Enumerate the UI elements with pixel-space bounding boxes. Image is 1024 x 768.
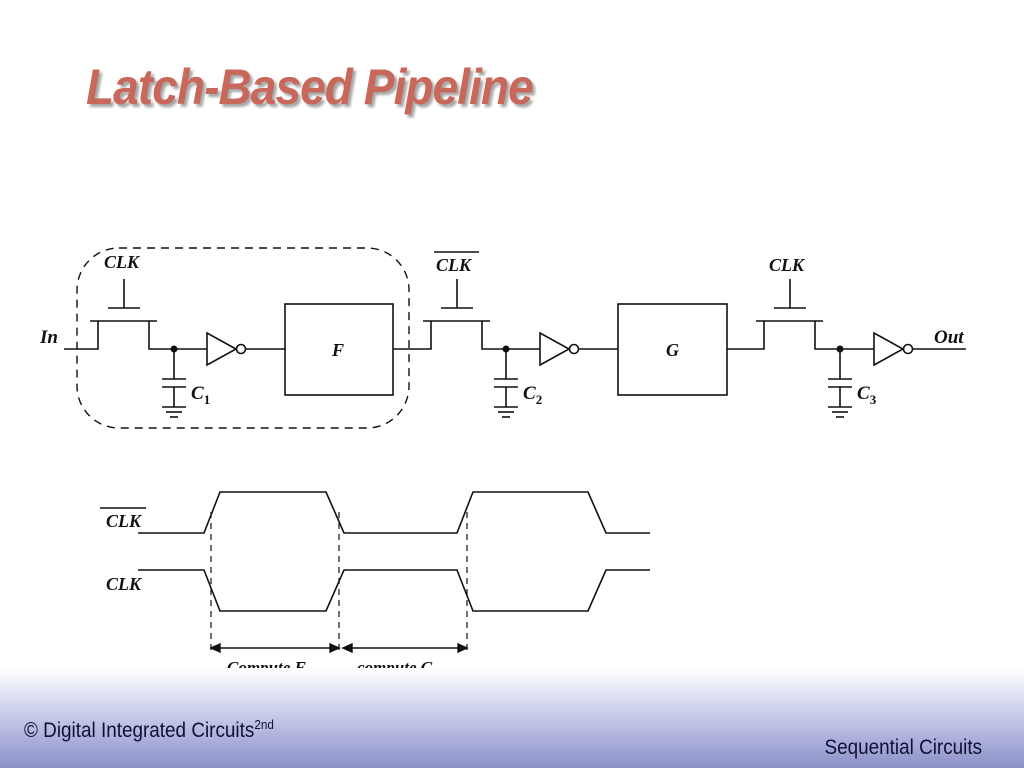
ground-3 (827, 406, 853, 418)
latch2-clock-label: CLK (436, 255, 473, 275)
clk-bar-label: CLK (106, 511, 143, 531)
footer-section-title: Sequential Circuits (824, 736, 982, 759)
timing-guides (210, 512, 468, 655)
output-label: Out (934, 327, 964, 348)
cap1-label: C1 (191, 383, 210, 407)
footer-band (0, 668, 1024, 768)
clk-bar-waveform (138, 491, 650, 534)
logic-block-f (284, 303, 394, 396)
pass-transistor-1 (64, 279, 174, 350)
inverter-2 (506, 331, 618, 367)
pass-transistor-2 (393, 251, 506, 350)
latch1-clock-label: CLK (104, 252, 141, 272)
cap2-label: C2 (523, 383, 542, 407)
block-g-label: G (666, 340, 679, 360)
interval-arrows (209, 642, 469, 654)
footer-copyright: © Digital Integrated Circuits2nd (24, 717, 274, 742)
logic-block-g (617, 303, 728, 396)
pass-transistor-3 (727, 279, 840, 350)
cap3-label: C3 (857, 383, 877, 407)
block-f-label: F (331, 340, 344, 360)
input-label: In (39, 327, 58, 348)
capacitor-3 (828, 349, 852, 407)
ground-2 (493, 406, 519, 418)
slide-title: Latch-Based Pipeline (86, 59, 534, 115)
latch3-clock-label: CLK (769, 255, 806, 275)
inverter-3 (840, 331, 966, 367)
inverter-1 (174, 331, 285, 367)
ground-1 (161, 406, 187, 418)
capacitor-2 (494, 349, 518, 407)
clk-waveform (138, 569, 650, 612)
clk-label: CLK (106, 574, 143, 594)
capacitor-1 (162, 349, 186, 407)
